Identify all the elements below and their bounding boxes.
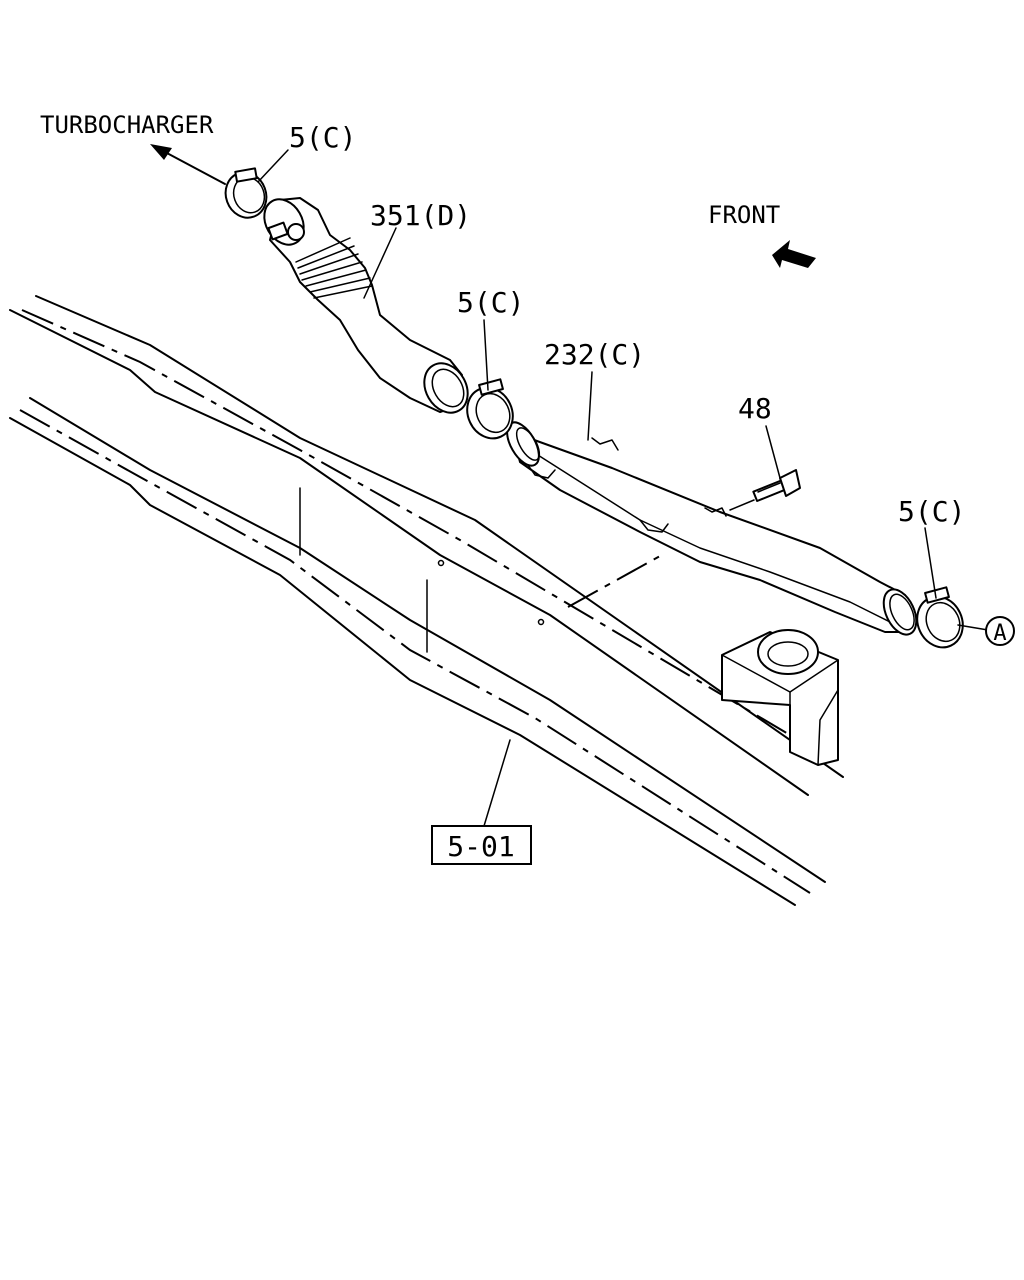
frame-rail (9, 295, 844, 906)
part-label-clamp-right: 5(C) (898, 495, 965, 528)
tank-box (721, 629, 839, 766)
ref-a-circle (985, 616, 1015, 646)
part-label-pipe-232: 232(C) (544, 338, 645, 371)
turbocharger-label: TURBOCHARGER (40, 111, 214, 139)
part-label-pipe-351: 351(D) (370, 199, 471, 232)
pipe-351 (263, 197, 469, 414)
bolt-48 (729, 469, 801, 511)
ref-box-label: 5-01 (447, 830, 514, 863)
clamp-right (916, 586, 964, 649)
clamp-mid (466, 378, 514, 440)
turbocharger-arrow (150, 144, 226, 185)
leader-lines (257, 149, 989, 827)
front-label: FRONT (708, 201, 780, 229)
part-label-clamp-top: 5(C) (289, 121, 356, 154)
ref-box (431, 825, 532, 865)
clamp-top (224, 167, 268, 219)
pipe-232 (506, 421, 918, 636)
part-label-bolt-48: 48 (738, 392, 772, 425)
front-arrow (772, 240, 816, 268)
part-label-clamp-mid: 5(C) (457, 286, 524, 319)
ref-a-label: A (993, 621, 1006, 646)
